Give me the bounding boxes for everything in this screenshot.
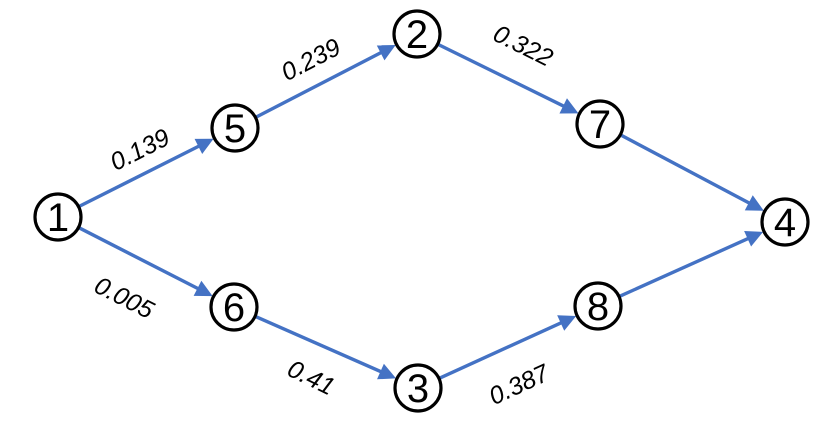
edge-1-to-5 [78,138,214,208]
edge-1-to-6 [78,226,213,297]
edge-weight-label: 0.239 [277,33,346,87]
nodes-layer: 1 5 2 7 4 6 3 8 [33,9,810,413]
edge-5-to-2 [255,45,396,119]
edge-line [255,315,383,374]
edge-weight-label: 0.139 [106,123,175,176]
edge-labels-layer: 0.139 0.239 0.322 0.005 0.41 0.387 [90,20,558,411]
edge-line [78,226,201,291]
node-2[interactable]: 2 [392,9,442,59]
node-circle[interactable] [209,282,259,332]
edge-6-to-3 [255,315,397,380]
edge-weight-label: 0.41 [283,355,339,402]
node-circle[interactable] [573,281,623,331]
node-circle[interactable] [392,9,442,59]
node-circle[interactable] [393,363,443,413]
arrowhead-icon [559,98,579,114]
node-5[interactable]: 5 [210,103,260,153]
node-circle[interactable] [575,99,625,149]
edge-weight-label: 0.322 [489,20,558,73]
node-8[interactable]: 8 [573,281,623,331]
node-label: 6 [223,286,245,330]
node-label: 4 [774,201,796,245]
edge-line [255,50,384,119]
edge-7-to-4 [620,133,764,211]
node-label: 3 [407,367,429,411]
edge-8-to-4 [619,231,764,298]
node-circle[interactable] [760,197,810,247]
arrowhead-icon [557,315,577,331]
arrowhead-icon [194,138,214,155]
node-6[interactable]: 6 [209,282,259,332]
edge-line [620,133,752,206]
edge-line [78,144,201,208]
edges-layer [78,43,764,380]
edge-line [619,236,751,298]
node-label: 1 [47,196,69,240]
node-4[interactable]: 4 [760,197,810,247]
node-label: 5 [224,107,246,151]
node-7[interactable]: 7 [575,99,625,149]
node-label: 8 [587,285,609,329]
edge-line [439,320,564,380]
arrowhead-icon [193,280,213,297]
arrowhead-icon [744,231,764,247]
edge-line [437,43,566,109]
arrowhead-icon [377,363,397,380]
node-circle[interactable] [33,192,83,242]
arrowhead-icon [376,45,396,61]
node-label: 7 [589,103,611,147]
edge-3-to-8 [439,315,577,380]
edge-weight-label: 0.005 [90,271,159,324]
node-label: 2 [406,13,428,57]
edge-2-to-7 [437,43,579,114]
node-3[interactable]: 3 [393,363,443,413]
node-circle[interactable] [210,103,260,153]
edge-weight-label: 0.387 [485,359,555,411]
node-1[interactable]: 1 [33,192,83,242]
arrowhead-icon [744,195,764,211]
